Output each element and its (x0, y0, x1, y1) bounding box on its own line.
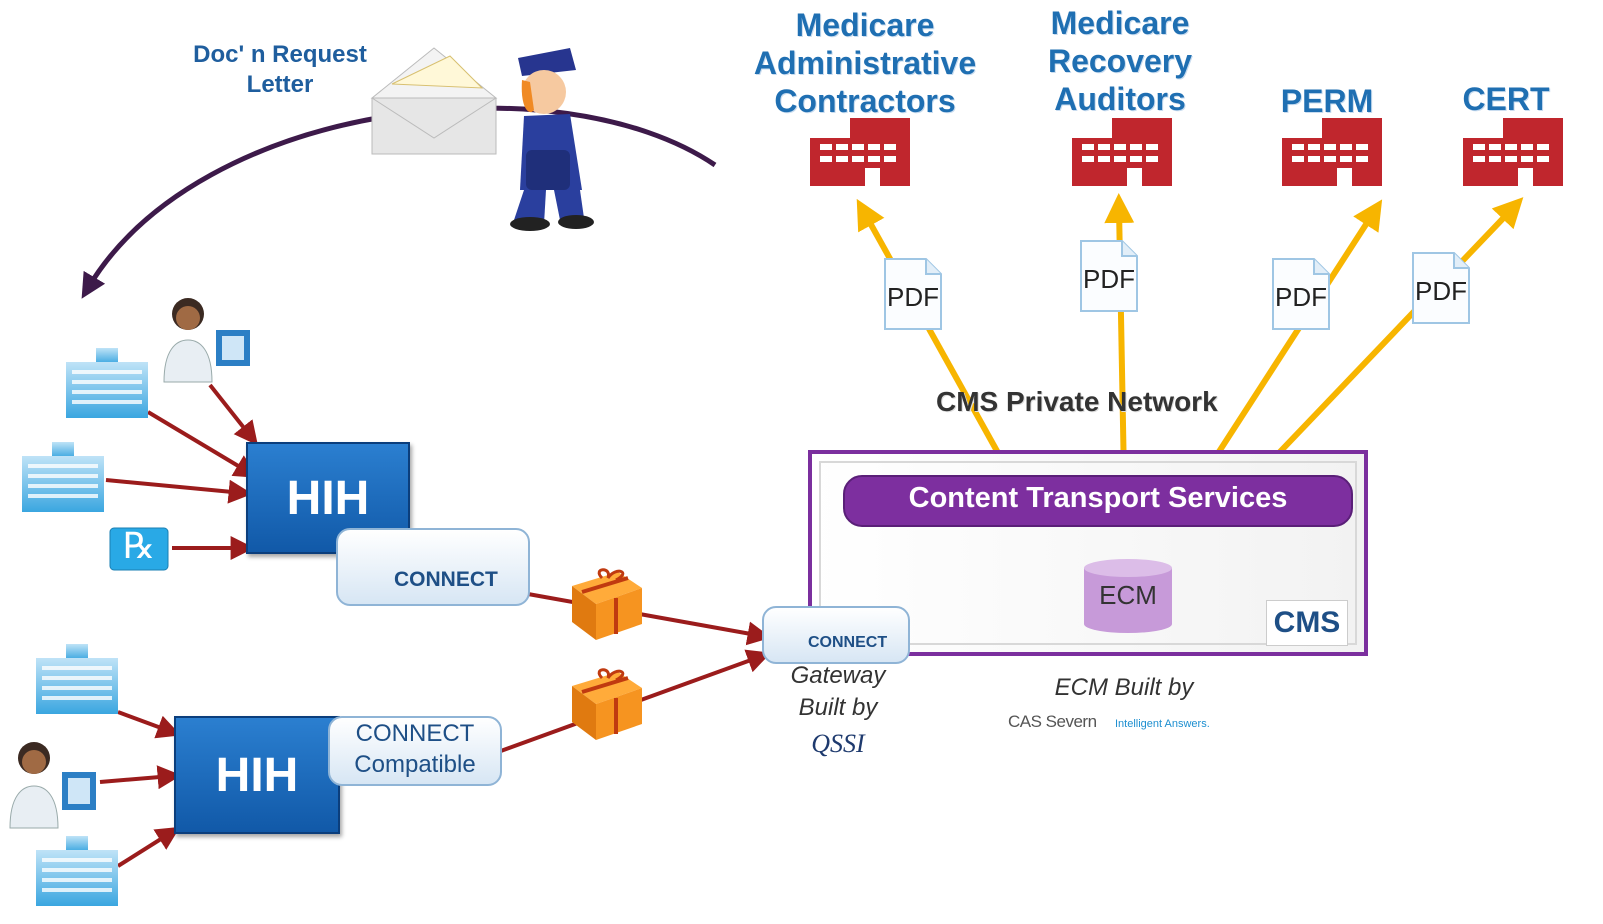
ecm-built-caption: ECM Built by (1004, 672, 1244, 704)
contractor-title-line: Auditors (1054, 81, 1186, 117)
building-icon-perm (1282, 118, 1382, 186)
pdf-label: PDF (1083, 264, 1135, 294)
qssi-logo: QSSI (811, 729, 865, 758)
doctor-icon-2 (9, 742, 96, 829)
contractor-buildings (810, 118, 1563, 186)
pdf-label: PDF (887, 282, 939, 312)
hih-label: HIH (286, 471, 370, 525)
package-icon (572, 668, 642, 740)
doctor-icon-1 (163, 298, 250, 383)
contractor-title-cert: CERT (1446, 80, 1566, 118)
hospital-icon (22, 442, 104, 512)
rx-icon (109, 527, 169, 571)
hospital-icon (36, 836, 118, 906)
hospital-buildings (22, 348, 148, 906)
hih-box-2: HIH (174, 716, 340, 834)
contractor-title-line: Medicare (1050, 5, 1190, 41)
gateway-caption: Gateway Built by QSSI (760, 660, 916, 760)
yellow-arrows (856, 193, 1524, 481)
building-icon-mac (810, 118, 910, 186)
hih-label: HIH (215, 748, 299, 802)
cas-severn-tagline: Intelligent Answers. (1115, 718, 1210, 730)
letter-label: Doc' n Request Letter (170, 40, 390, 100)
gateway-line-2: Built by (798, 694, 878, 721)
connect-badge: CONNECT (336, 528, 530, 606)
contractor-title-rac: Medicare Recovery Auditors (1015, 4, 1225, 118)
building-icon-rac (1072, 118, 1172, 186)
building-icon-cert (1463, 118, 1563, 186)
ecm-cylinder (1084, 559, 1172, 633)
contractor-title-line: Medicare (795, 7, 935, 43)
letter-line-2: Letter (246, 71, 314, 98)
contractor-title-line: CERT (1462, 81, 1550, 117)
pdf-document-icon: PDF (1412, 252, 1470, 324)
letter-line-1: Doc' n Request (193, 41, 367, 68)
cts-bar (843, 475, 1353, 527)
pdf-document-icon: PDF (1080, 240, 1138, 312)
cms-logo-text: CMS (1273, 606, 1341, 639)
cts-label: Content Transport Services (908, 482, 1288, 514)
cms-logo: CMS (1266, 600, 1348, 646)
ecm-built-line: ECM Built by (1054, 674, 1194, 701)
contractor-title-line: Contractors (774, 83, 956, 119)
cas-severn-name: CAS Severn (1008, 712, 1097, 731)
pdf-document-icon: PDF (1272, 258, 1330, 330)
contractor-title-line: PERM (1280, 83, 1374, 119)
connect-compatible-line-2: Compatible (354, 751, 476, 778)
hospital-icon (66, 348, 148, 418)
connect-label: CONNECT (394, 568, 498, 591)
package-icon (572, 568, 642, 640)
network-label: CMS Private Network (936, 386, 1218, 417)
ecm-label: ECM (1099, 580, 1157, 610)
cas-severn-logo: CAS Severn Intelligent Answers. (1008, 712, 1210, 732)
red-arrows-hih2 (99, 710, 182, 868)
contractor-title-mac: Medicare Administrative Contractors (740, 6, 990, 120)
mailman-icon (510, 48, 594, 231)
pdf-label: PDF (1415, 276, 1467, 306)
pdf-document-icon: PDF (884, 258, 942, 330)
contractor-title-perm: PERM (1262, 82, 1392, 120)
red-arrows-hih1 (105, 383, 259, 560)
connect-compatible-badge: CONNECT Compatible (328, 716, 502, 786)
connect-label: CONNECT (808, 634, 888, 651)
gateway-connect-badge: CONNECT (762, 606, 910, 664)
pdf-label: PDF (1275, 282, 1327, 312)
envelope-icon (370, 47, 498, 155)
contractor-title-line: Administrative (753, 45, 977, 81)
hospital-icon (36, 644, 118, 714)
rx-label: ℞ (122, 526, 156, 567)
contractor-title-line: Recovery (1047, 43, 1193, 79)
gateway-line-1: Gateway (790, 662, 886, 689)
connect-compatible-line-1: CONNECT (355, 720, 475, 747)
